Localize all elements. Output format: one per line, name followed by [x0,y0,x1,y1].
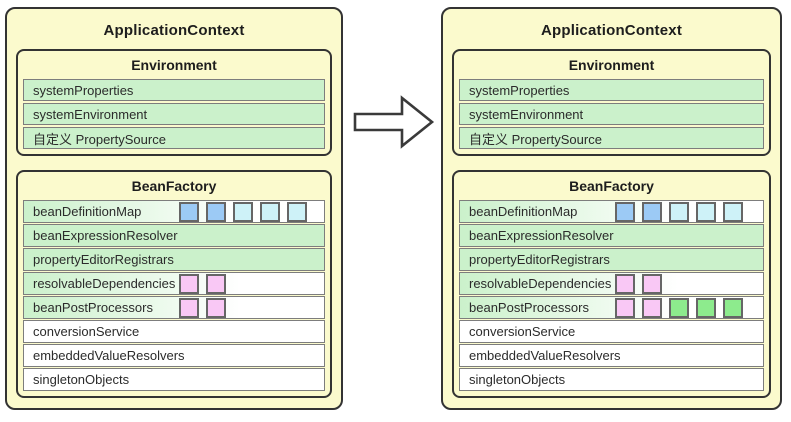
bean-square-blue-icon [179,201,199,222]
table-row: conversionService [459,320,764,343]
table-row: 自定义 PropertySource [23,127,325,149]
environment-title: Environment [568,57,655,73]
bean-squares [615,273,662,294]
table-row: propertyEditorRegistrars [23,248,325,271]
bean-square-cyan-icon [723,201,743,222]
row-label: beanPostProcessors [469,300,589,315]
table-row: beanExpressionResolver [23,224,325,247]
row-label: embeddedValueResolvers [469,348,621,363]
row-label: singletonObjects [469,372,566,387]
beanfactory-title: BeanFactory [569,178,654,194]
beanfactory-box: BeanFactory beanDefinitionMap beanExpress… [16,170,332,398]
bean-square-pink-icon [615,297,635,318]
row-label: conversionService [33,324,140,339]
environment-box: Environment systemProperties systemEnviro… [452,49,771,156]
beanfactory-rows: beanDefinitionMap beanExpressionResolver p… [23,200,325,391]
row-label: beanExpressionResolver [469,228,614,243]
bean-squares [615,201,743,222]
bean-square-pink-icon [642,297,662,318]
table-row: systemEnvironment [23,103,325,125]
table-row: 自定义 PropertySource [459,127,764,149]
bean-square-blue-icon [642,201,662,222]
bean-square-pink-icon [206,297,226,318]
table-row: beanPostProcessors [459,296,764,319]
table-row: resolvableDependencies [23,272,325,295]
row-label: propertyEditorRegistrars [469,252,610,267]
table-row: beanDefinitionMap [459,200,764,223]
bean-square-cyan-icon [287,201,307,222]
row-label: beanExpressionResolver [33,228,178,243]
table-row: systemProperties [459,79,764,101]
table-row: systemEnvironment [459,103,764,125]
table-row: propertyEditorRegistrars [459,248,764,271]
bean-square-green-icon [723,297,743,318]
table-row: embeddedValueResolvers [23,344,325,367]
table-row: resolvableDependencies [459,272,764,295]
bean-squares [179,201,307,222]
environment-rows: systemProperties systemEnvironment 自定义 Pro… [459,79,764,149]
table-row: beanPostProcessors [23,296,325,319]
table-row: conversionService [23,320,325,343]
row-label: systemEnvironment [469,106,584,122]
row-label: 自定义 PropertySource [469,131,602,147]
panel-title: ApplicationContext [103,22,245,39]
row-label: systemProperties [469,82,570,98]
bean-squares [179,297,226,318]
bean-square-blue-icon [615,201,635,222]
transition-arrow-icon [352,93,436,151]
table-row: singletonObjects [459,368,764,391]
bean-square-cyan-icon [696,201,716,222]
bean-square-pink-icon [642,273,662,294]
beanfactory-rows: beanDefinitionMap beanExpressionResolver p… [459,200,764,391]
row-label: resolvableDependencies [469,276,612,291]
row-label: conversionService [469,324,576,339]
environment-rows: systemProperties systemEnvironment 自定义 Pro… [23,79,325,149]
bean-square-pink-icon [615,273,635,294]
bean-square-pink-icon [179,297,199,318]
panel-title: ApplicationContext [540,22,683,39]
table-row: singletonObjects [23,368,325,391]
table-row: beanDefinitionMap [23,200,325,223]
row-label: embeddedValueResolvers [33,348,185,363]
beanfactory-box: BeanFactory beanDefinitionMap beanExpress… [452,170,771,398]
environment-title: Environment [131,57,217,73]
beanfactory-title: BeanFactory [131,178,217,194]
row-label: resolvableDependencies [33,276,176,291]
environment-box: Environment systemProperties systemEnviro… [16,49,332,156]
application-context-panel-after: ApplicationContext Environment systemPro… [441,7,782,410]
application-context-panel-before: ApplicationContext Environment systemPro… [5,7,343,410]
bean-square-cyan-icon [669,201,689,222]
row-label: propertyEditorRegistrars [33,252,174,267]
row-label: beanPostProcessors [33,300,153,315]
row-label: systemEnvironment [33,106,148,122]
bean-square-green-icon [696,297,716,318]
row-label: singletonObjects [33,372,130,387]
table-row: embeddedValueResolvers [459,344,764,367]
bean-square-cyan-icon [260,201,280,222]
bean-squares [179,273,226,294]
row-label: 自定义 PropertySource [33,131,166,147]
bean-square-cyan-icon [233,201,253,222]
table-row: beanExpressionResolver [459,224,764,247]
row-label: systemProperties [33,82,134,98]
bean-square-pink-icon [206,273,226,294]
row-label: beanDefinitionMap [33,204,142,219]
bean-square-blue-icon [206,201,226,222]
row-label: beanDefinitionMap [469,204,578,219]
bean-square-pink-icon [179,273,199,294]
table-row: systemProperties [23,79,325,101]
bean-squares [615,297,743,318]
bean-square-green-icon [669,297,689,318]
